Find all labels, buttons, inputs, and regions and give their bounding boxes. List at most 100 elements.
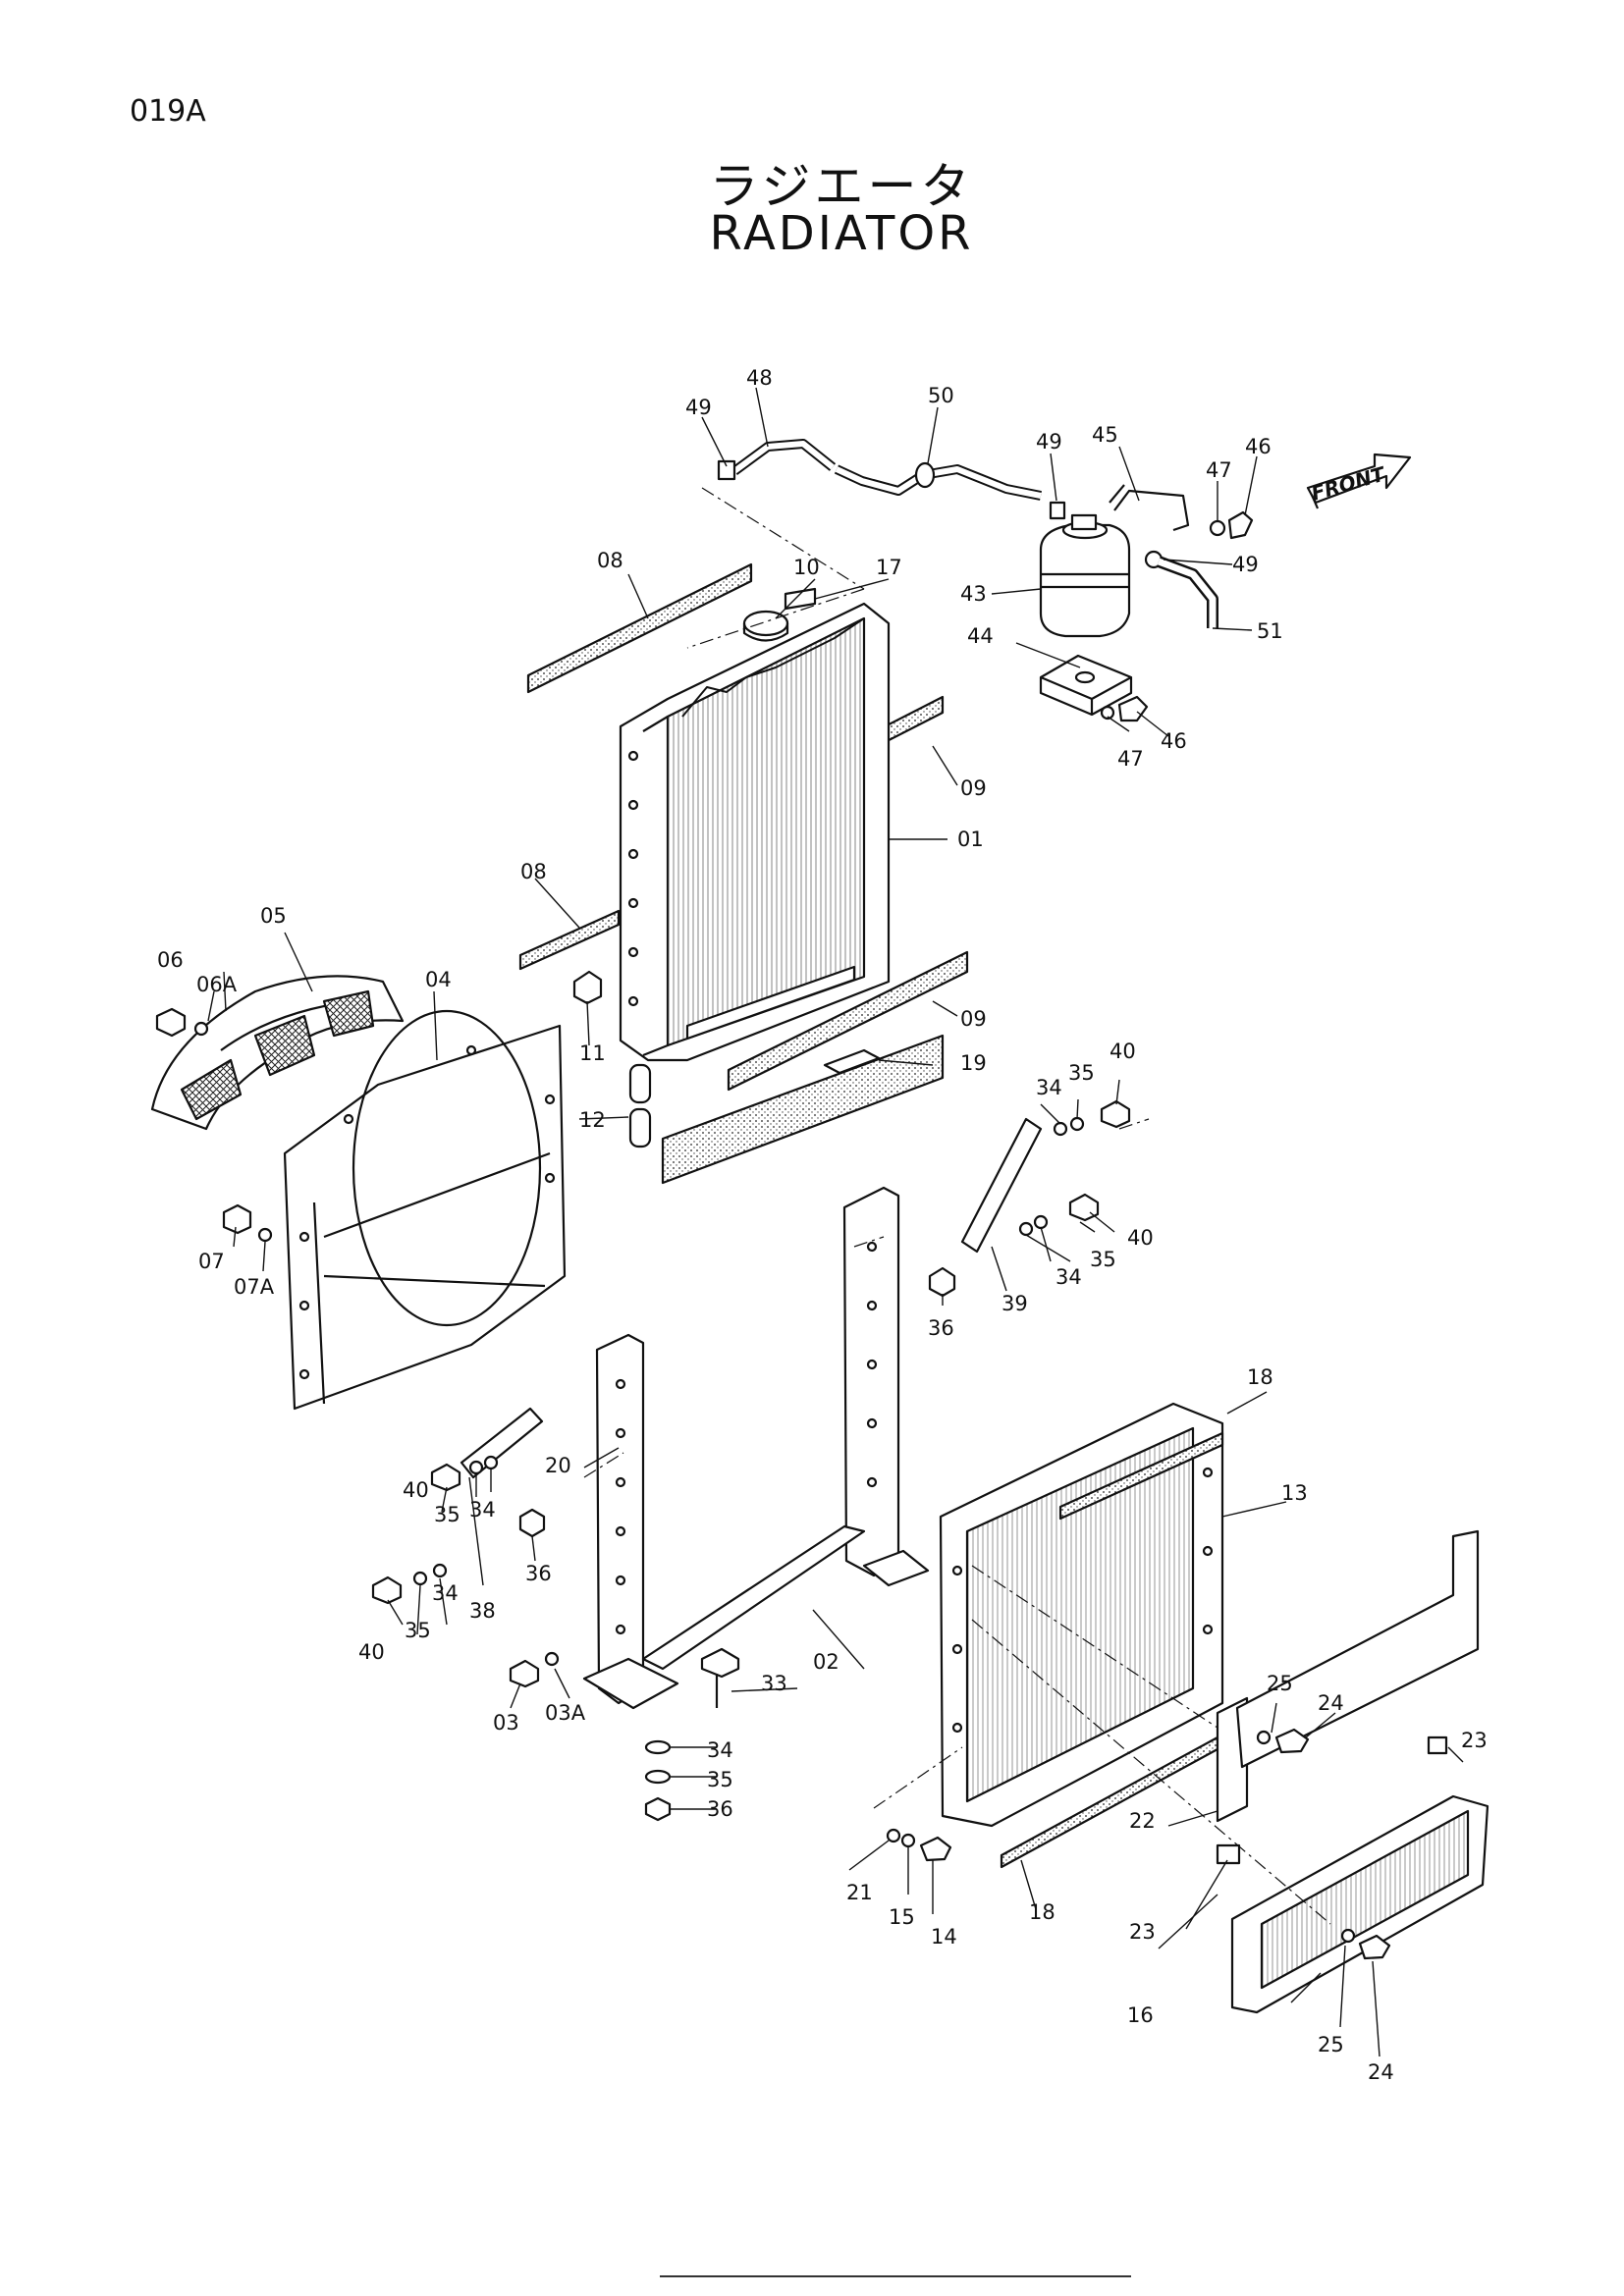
label-10: 10 bbox=[793, 556, 820, 579]
washer-25-upper bbox=[1256, 1730, 1272, 1745]
washer-34-right-lower bbox=[1018, 1221, 1034, 1237]
bolt-07 bbox=[222, 1203, 252, 1235]
bolt-33 bbox=[700, 1647, 740, 1708]
seal-19 bbox=[661, 1034, 945, 1185]
seal-18-upper bbox=[1058, 1431, 1224, 1521]
label-22: 22 bbox=[1129, 1809, 1156, 1833]
label-14: 14 bbox=[931, 1925, 957, 1949]
label-38: 38 bbox=[469, 1599, 496, 1623]
label-12: 12 bbox=[579, 1108, 606, 1132]
label-34: 34 bbox=[469, 1498, 496, 1522]
washer-34-bottom bbox=[644, 1739, 672, 1755]
intercooler-16 bbox=[1230, 1794, 1489, 2014]
label-06a: 06A bbox=[196, 973, 238, 996]
bracket-45 bbox=[1113, 489, 1190, 532]
bolt-14 bbox=[919, 1836, 952, 1862]
nut-36-left bbox=[518, 1508, 546, 1538]
nut-36-bottom bbox=[644, 1796, 672, 1822]
seal-09-lower bbox=[727, 950, 969, 1092]
label-24: 24 bbox=[1368, 2060, 1394, 2084]
label-36: 36 bbox=[525, 1562, 552, 1585]
label-15: 15 bbox=[889, 1905, 915, 1929]
washer-47-top bbox=[1209, 519, 1226, 537]
washer-06a bbox=[193, 1021, 209, 1037]
support-plate-23 bbox=[1235, 1529, 1480, 1769]
radiator-cap-10 bbox=[742, 610, 789, 642]
nut-36-right bbox=[928, 1266, 956, 1298]
label-40: 40 bbox=[403, 1478, 429, 1502]
label-46: 46 bbox=[1245, 435, 1272, 458]
label-46: 46 bbox=[1161, 729, 1187, 753]
washer-03a bbox=[544, 1651, 560, 1667]
label-34: 34 bbox=[432, 1581, 459, 1605]
bolt-40-right-lower bbox=[1068, 1193, 1100, 1222]
label-35: 35 bbox=[1090, 1248, 1116, 1271]
label-09: 09 bbox=[960, 1007, 987, 1031]
label-03: 03 bbox=[493, 1711, 519, 1735]
label-35: 35 bbox=[707, 1768, 733, 1791]
label-49: 49 bbox=[1036, 430, 1062, 454]
label-06: 06 bbox=[157, 948, 184, 972]
label-07a: 07A bbox=[234, 1275, 275, 1299]
washer-25-lower bbox=[1340, 1928, 1356, 1944]
label-17: 17 bbox=[876, 556, 902, 579]
label-23: 23 bbox=[1129, 1920, 1156, 1944]
label-33: 33 bbox=[761, 1672, 787, 1695]
reserve-tank-43 bbox=[1039, 513, 1131, 638]
label-07: 07 bbox=[198, 1250, 225, 1273]
title-japanese: ラジエータ bbox=[709, 158, 974, 215]
label-36: 36 bbox=[928, 1316, 954, 1340]
seal-08-lower bbox=[518, 909, 621, 971]
bolt-40-right-upper bbox=[1100, 1099, 1131, 1129]
label-20: 20 bbox=[545, 1454, 571, 1477]
front-arrow-icon bbox=[1306, 453, 1412, 509]
washer-15 bbox=[900, 1833, 916, 1848]
clip-23-upper bbox=[1427, 1735, 1448, 1755]
label-25: 25 bbox=[1267, 1672, 1293, 1695]
washer-35-right-upper bbox=[1069, 1116, 1085, 1132]
radiator-core-01 bbox=[619, 602, 891, 1062]
label-39: 39 bbox=[1001, 1292, 1028, 1315]
label-49: 49 bbox=[1232, 553, 1259, 576]
washer-35-left-lower bbox=[412, 1571, 428, 1586]
label-04: 04 bbox=[425, 968, 452, 991]
label-16: 16 bbox=[1127, 2003, 1154, 2027]
front-label: FRONT bbox=[1309, 461, 1388, 506]
label-50: 50 bbox=[928, 384, 954, 407]
label-08: 08 bbox=[597, 549, 623, 572]
label-40: 40 bbox=[1127, 1226, 1154, 1250]
bolt-46-top bbox=[1227, 510, 1254, 540]
washer-21 bbox=[886, 1828, 901, 1843]
label-47: 47 bbox=[1206, 458, 1232, 482]
washer-35-left-upper bbox=[468, 1460, 484, 1475]
label-02: 02 bbox=[813, 1650, 839, 1674]
label-34: 34 bbox=[1056, 1265, 1082, 1289]
washer-34-right-upper bbox=[1053, 1121, 1068, 1137]
washer-34-left-lower bbox=[432, 1563, 448, 1578]
label-51: 51 bbox=[1257, 619, 1283, 643]
label-24: 24 bbox=[1318, 1691, 1344, 1715]
label-36: 36 bbox=[707, 1797, 733, 1821]
bolt-40-left-upper bbox=[430, 1463, 461, 1492]
seal-08-upper bbox=[526, 562, 753, 694]
label-34: 34 bbox=[1036, 1076, 1062, 1099]
bracket-44 bbox=[1039, 654, 1133, 717]
title-english: RADIATOR bbox=[709, 206, 974, 261]
label-03a: 03A bbox=[545, 1701, 586, 1725]
label-23: 23 bbox=[1461, 1729, 1488, 1752]
drain-plug-11 bbox=[572, 970, 603, 1005]
label-44: 44 bbox=[967, 624, 994, 648]
label-08: 08 bbox=[520, 860, 547, 883]
washer-35-bottom bbox=[644, 1769, 672, 1785]
label-25: 25 bbox=[1318, 2033, 1344, 2056]
caution-plate-17 bbox=[784, 587, 817, 611]
bolt-06 bbox=[155, 1007, 187, 1038]
label-09: 09 bbox=[960, 776, 987, 800]
label-34: 34 bbox=[707, 1738, 733, 1762]
stay-39 bbox=[960, 1117, 1043, 1254]
label-48: 48 bbox=[746, 366, 773, 390]
label-43: 43 bbox=[960, 582, 987, 606]
oil-cooler-13 bbox=[939, 1402, 1224, 1828]
clip-49-mid bbox=[1049, 501, 1066, 520]
hose-12 bbox=[628, 1063, 652, 1148]
